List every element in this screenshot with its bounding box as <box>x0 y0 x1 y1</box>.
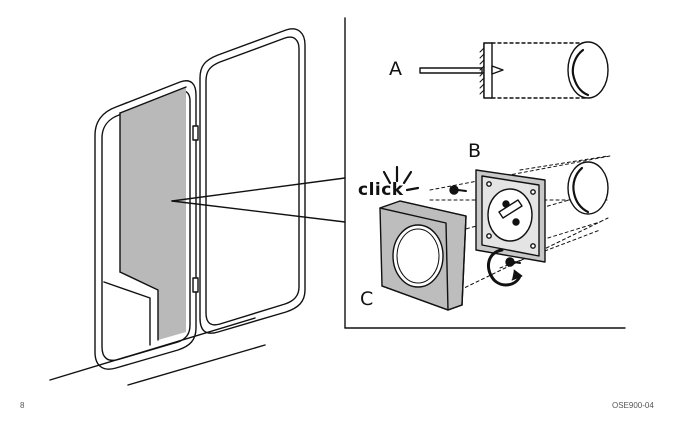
cabinet-illustration <box>49 17 626 386</box>
step-c-cover-frame <box>379 165 467 311</box>
click-label: click <box>358 180 404 200</box>
step-a-label: A <box>389 58 402 80</box>
step-b-base-plate <box>429 155 611 291</box>
document-code: OSE900-04 <box>612 401 654 410</box>
step-c-label: C <box>360 288 374 310</box>
step-b-label: B <box>468 140 482 162</box>
step-a-drilling <box>419 41 609 99</box>
page-number: 8 <box>20 401 25 410</box>
